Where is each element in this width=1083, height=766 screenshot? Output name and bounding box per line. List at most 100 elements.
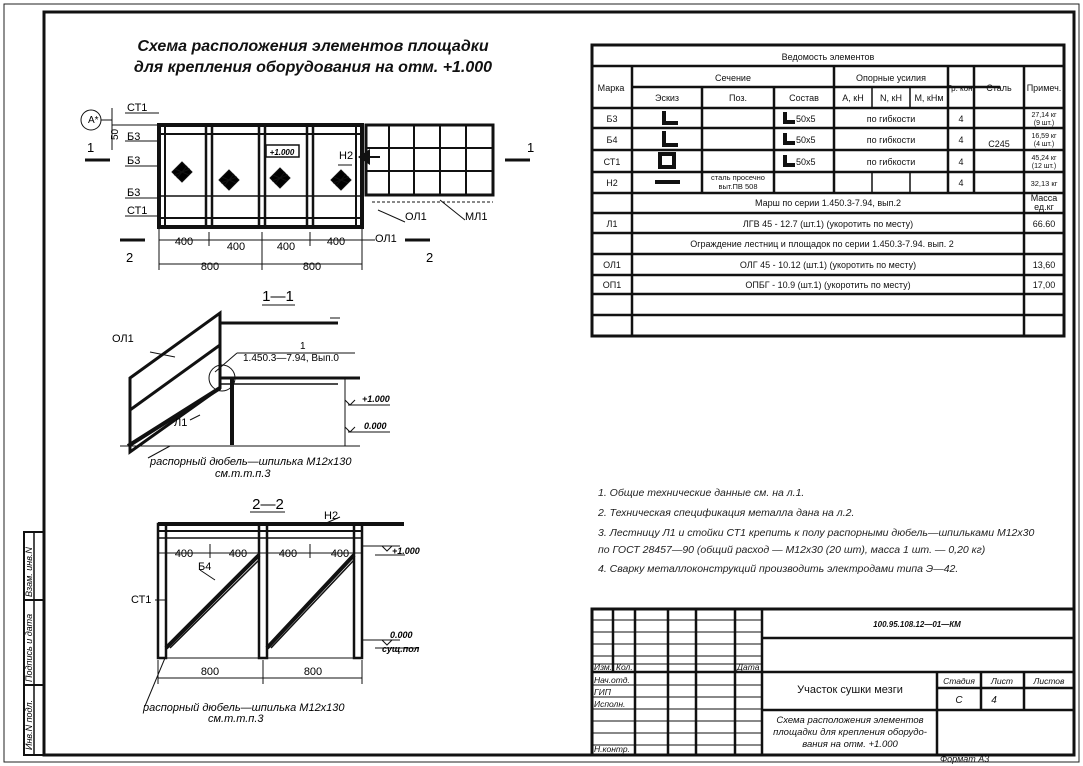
- stamp-desc2: площадки для крепления оборудо-: [773, 727, 927, 738]
- section-2-st1: СТ1: [131, 594, 151, 606]
- spec-h-sechenie: Сечение: [715, 73, 751, 83]
- section-2-mark-floor: сущ.пол: [382, 644, 420, 654]
- section-2-dim-bottom-1: 800: [201, 666, 219, 678]
- section-1-title: 1—1: [262, 288, 294, 305]
- stamp-stadiya-h: Стадия: [943, 676, 975, 686]
- spec-l1-mass: 66.60: [1033, 219, 1056, 229]
- spec-title: Ведомость элементов: [782, 52, 875, 62]
- spec-ol1b-mark: ОП1: [603, 280, 621, 290]
- spec-h-poz: Поз.: [729, 93, 747, 103]
- spec-h-eskiz: Эскиз: [655, 93, 679, 103]
- note-4: 4. Сварку металлоконструкций производить…: [598, 563, 958, 575]
- section-2-dim-top-2: 400: [229, 548, 247, 560]
- spec-row3-mark: СТ1: [604, 157, 621, 167]
- spec-row1-mark: Б3: [607, 114, 618, 124]
- spec-row3-usil: по гибкости: [867, 157, 916, 167]
- spec-row3-gr: 4: [958, 157, 963, 167]
- side-stamp: Инв.N подл. Подпись и дата Взам. инв.N: [23, 531, 45, 756]
- side-stamp-vzam: Взам. инв.N: [24, 547, 34, 597]
- drawing-title-line2: для крепления оборудования на отм. +1.00…: [134, 59, 492, 76]
- plan-label-b3-3: Б3: [127, 187, 140, 199]
- spec-row1-usil: по гибкости: [867, 114, 916, 124]
- spec-h-stal: Сталь: [986, 83, 1012, 93]
- spec-ol1b-mass: 17,00: [1033, 280, 1056, 290]
- plan-section-1-left: 1: [87, 140, 94, 155]
- plan-view: +1.000: [80, 108, 530, 270]
- section-2-dowel-line2: см.т.т.п.3: [208, 713, 264, 725]
- spec-h-opornye: Опорные усилия: [856, 73, 926, 83]
- stamp-object: Участок сушки мезги: [797, 684, 903, 696]
- spec-h-prim: Примеч.: [1027, 83, 1062, 93]
- plan-label-st1-bottom: СТ1: [127, 205, 147, 217]
- plan-section-2-right: 2: [426, 250, 433, 265]
- spec-h-sostav: Состав: [789, 93, 819, 103]
- stamp-desc3: вания на отм. +1.000: [802, 739, 898, 750]
- stamp-list: 4: [991, 695, 997, 706]
- spec-h-a: А, кН: [842, 93, 863, 103]
- section-1-l1: Л1: [174, 417, 187, 429]
- spec-ograzhd: Ограждение лестниц и площадок по серии 1…: [690, 239, 954, 249]
- plan-dim-top-1: 400: [175, 236, 193, 248]
- plan-label-ol1-b: ОЛ1: [375, 233, 397, 245]
- section-2-mark-0000: 0.000: [390, 630, 413, 640]
- spec-l1-mark: Л1: [607, 219, 618, 229]
- stamp-stadiya: С: [955, 695, 963, 706]
- stamp-gip: ГИП: [594, 687, 612, 697]
- section-1-dowel-line1: распорный дюбель—шпилька М12х130: [149, 456, 352, 468]
- inner-frame: [42, 10, 1076, 757]
- section-1-mark-0000: 0.000: [364, 421, 387, 431]
- stamp-format: Формат А3: [940, 754, 989, 764]
- section-2-b4: Б4: [198, 561, 211, 573]
- spec-row4-mark: Н2: [606, 178, 618, 188]
- stamp-desc1: Схема расположения элементов: [776, 715, 923, 726]
- section-1-ref2: 1.450.3—7.94, Вып.0: [243, 353, 339, 364]
- plan-label-b3-1: Б3: [127, 131, 140, 143]
- stamp-izm: Изм.: [594, 662, 612, 672]
- spec-row2-sostav: 50х5: [796, 135, 816, 145]
- section-2-h2: Н2: [324, 510, 338, 522]
- stamp-ispoln: Исполн.: [594, 699, 625, 709]
- plan-dim-bottom-1: 800: [201, 261, 219, 273]
- stamp-code: 100.95.108.12—01—КМ: [873, 620, 961, 629]
- stamp-listov-h: Листов: [1033, 676, 1066, 686]
- section-1-1: [120, 304, 390, 459]
- plan-dim-top-4: 400: [327, 236, 345, 248]
- outer-frame: [3, 3, 1080, 763]
- spec-h-m: М, кНм: [914, 93, 943, 103]
- spec-marsh: Марш по серии 1.450.3-7.94, вып.2: [755, 198, 901, 208]
- plan-dim-top-2: 400: [227, 241, 245, 253]
- stamp-nach: Нач.отд.: [594, 675, 630, 685]
- spec-table: [590, 43, 1066, 338]
- spec-h-n: N, кН: [880, 93, 902, 103]
- spec-massa1: Масса: [1031, 193, 1058, 203]
- section-1-ref1: 1: [300, 341, 306, 352]
- spec-h-marka: Марка: [598, 83, 625, 93]
- plan-label-st1-top: СТ1: [127, 102, 147, 114]
- stamp-data: Дата: [736, 662, 760, 672]
- plan-dim-bottom-2: 800: [303, 261, 321, 273]
- spec-row1-sostav: 50х5: [796, 114, 816, 124]
- stamp-kol: Кол.: [616, 662, 633, 672]
- spec-row1-prim2: (9 шт.): [1034, 120, 1055, 127]
- stamp-nkontr: Н.контр.: [594, 744, 630, 754]
- spec-h-gr: Гр. кон.: [947, 84, 974, 93]
- plan-axis-a: А*: [88, 115, 99, 126]
- spec-ol1b-text: ОПБГ - 10.9 (шт.1) (укоротить по месту): [745, 280, 910, 290]
- section-2-mark-1000: +1.000: [392, 546, 420, 556]
- spec-row2-usil: по гибкости: [867, 135, 916, 145]
- section-1-dowel-line2: см.т.т.п.3: [215, 468, 271, 480]
- side-stamp-sign: Подпись и дата: [24, 614, 34, 682]
- spec-row4-poz2: выт.ПВ 508: [718, 182, 757, 191]
- plan-label-ol1-a: ОЛ1: [405, 211, 427, 223]
- spec-ol1a-text: ОЛГ 45 - 10.12 (шт.1) (укоротить по мест…: [740, 260, 916, 270]
- note-2: 2. Техническая спецификация металла дана…: [597, 507, 854, 519]
- note-1: 1. Общие технические данные см. на л.1.: [598, 487, 804, 499]
- side-stamp-inv: Инв.N подл.: [24, 700, 34, 750]
- section-2-dim-top-4: 400: [331, 548, 349, 560]
- section-2-dim-bottom-2: 800: [304, 666, 322, 678]
- spec-row4-gr: 4: [958, 178, 963, 188]
- spec-row3-prim1: 45,24 кг: [1031, 155, 1057, 162]
- note-3-cont: по ГОСТ 28457—90 (общий расход — М12х30 …: [598, 544, 985, 556]
- spec-row3-sostav: 50х5: [796, 157, 816, 167]
